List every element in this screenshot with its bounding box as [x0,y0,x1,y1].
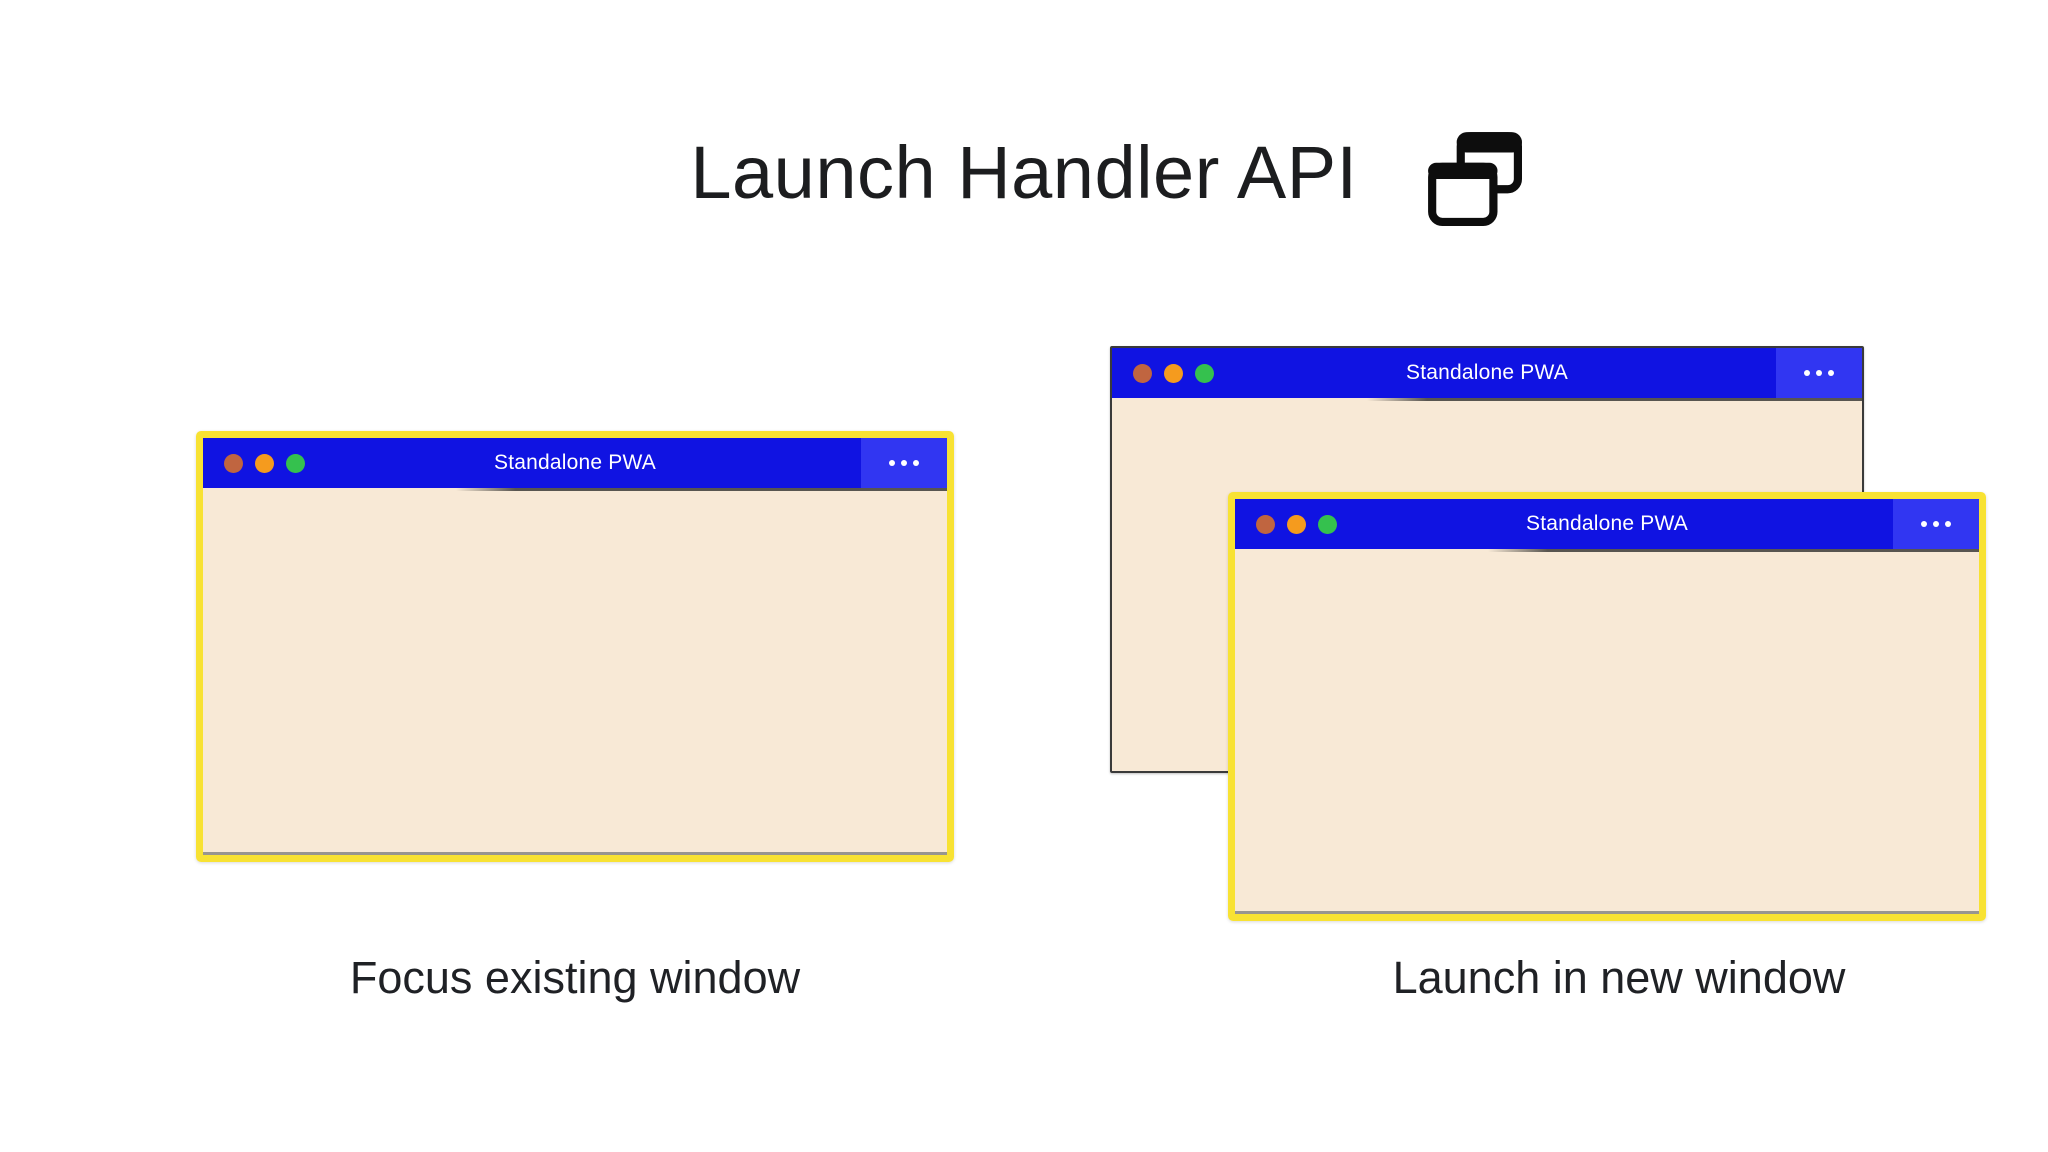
traffic-close-icon [1256,514,1275,534]
window-focus-existing: Standalone PWA [196,431,954,862]
traffic-close-icon [1133,363,1152,383]
traffic-minimize-icon [255,453,274,473]
window-titlebar: Standalone PWA [203,438,947,491]
window-title: Standalone PWA [494,451,656,474]
traffic-zoom-icon [1318,514,1337,534]
traffic-lights [1235,514,1337,534]
traffic-minimize-icon [1164,363,1183,383]
traffic-lights [1112,363,1214,383]
ellipsis-icon [1776,348,1862,398]
traffic-close-icon [224,453,243,473]
window-new-front: Standalone PWA [1228,492,1986,921]
traffic-zoom-icon [1195,363,1214,383]
window-title: Standalone PWA [1526,512,1688,535]
ellipsis-icon [861,438,947,488]
caption-launch-new-window: Launch in new window [1392,952,1846,1003]
caption-focus-existing: Focus existing window [349,952,801,1003]
window-content [1235,549,1979,914]
page-title: Launch Handler API [690,131,1358,214]
window-titlebar: Standalone PWA [1112,348,1862,401]
window-titlebar: Standalone PWA [1235,499,1979,552]
window-content [203,488,947,855]
traffic-lights [203,453,305,473]
window-title: Standalone PWA [1406,361,1568,384]
traffic-zoom-icon [286,453,305,473]
overlapping-windows-icon [1428,132,1522,226]
traffic-minimize-icon [1287,514,1306,534]
ellipsis-icon [1893,499,1979,549]
